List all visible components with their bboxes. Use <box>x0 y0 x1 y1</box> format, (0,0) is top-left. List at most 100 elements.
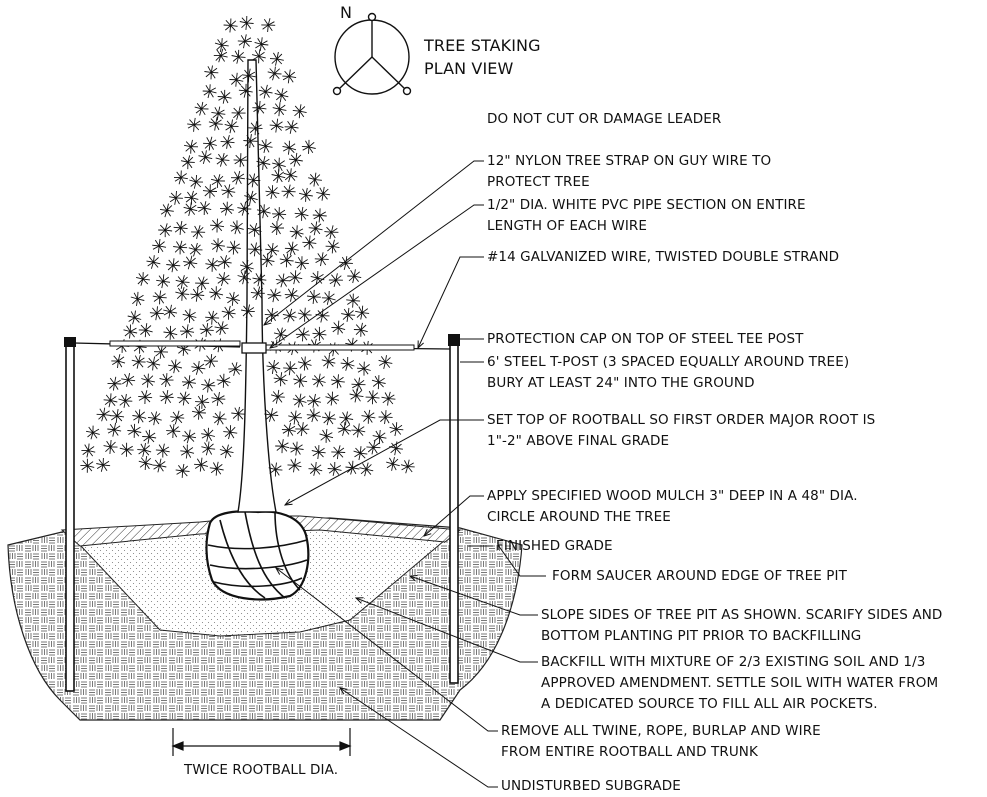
foliage-tuft <box>259 85 273 99</box>
foliage-tuft <box>283 141 297 155</box>
foliage-tuft <box>228 362 242 376</box>
foliage-tuft <box>328 462 342 476</box>
foliage-tuft <box>190 288 204 302</box>
foliage-tuft <box>341 357 355 371</box>
foliage-tuft <box>289 153 303 167</box>
foliage-tuft <box>389 441 403 455</box>
foliage-tuft <box>121 373 135 387</box>
foliage-tuft <box>350 389 364 403</box>
foliage-tuft <box>354 323 368 337</box>
foliage-tuft <box>274 372 288 386</box>
callout-tpost: 6' STEEL T-POST (3 SPACED EQUALLY AROUND… <box>487 352 849 394</box>
foliage-tuft <box>295 256 309 270</box>
foliage-tuft <box>137 443 151 457</box>
foliage-tuft <box>293 394 307 408</box>
foliage-tuft <box>160 204 174 218</box>
callout-line: FORM SAUCER AROUND EDGE OF TREE PIT <box>552 566 847 587</box>
plan-view-title: TREE STAKING PLAN VIEW <box>424 34 541 80</box>
foliage-tuft <box>366 390 380 404</box>
foliage-tuft <box>211 238 225 252</box>
foliage-tuft <box>270 221 284 235</box>
callout-line: 1"-2" ABOVE FINAL GRADE <box>487 431 875 452</box>
foliage-tuft <box>282 423 296 437</box>
callout-line: FROM ENTIRE ROOTBALL AND TRUNK <box>501 742 821 763</box>
foliage-tuft <box>331 374 345 388</box>
foliage-tuft <box>173 241 187 255</box>
foliage-tuft <box>259 139 273 153</box>
foliage-tuft <box>139 456 153 470</box>
foliage-tuft <box>194 458 208 472</box>
callout-cap: PROTECTION CAP ON TOP OF STEEL TEE POST <box>487 329 803 350</box>
foliage-tuft <box>153 291 167 305</box>
callout-line: 12" NYLON TREE STRAP ON GUY WIRE TO <box>487 151 771 172</box>
foliage-tuft <box>351 424 365 438</box>
foliage-tuft <box>322 355 336 369</box>
foliage-tuft <box>176 275 190 289</box>
foliage-tuft <box>326 392 340 406</box>
callout-line: BURY AT LEAST 24" INTO THE GROUND <box>487 373 849 394</box>
foliage-tuft <box>211 107 225 121</box>
foliage-tuft <box>163 305 177 319</box>
foliage-tuft <box>302 236 316 250</box>
foliage-tuft <box>366 441 380 455</box>
foliage-tuft <box>329 273 343 287</box>
foliage-tuft <box>275 88 289 102</box>
foliage-tuft <box>326 240 340 254</box>
foliage-tuft <box>96 458 110 472</box>
foliage-tuft <box>119 394 133 408</box>
callout-line: CIRCLE AROUND THE TREE <box>487 507 858 528</box>
foliage-tuft <box>205 311 219 325</box>
plan-view-title-line2: PLAN VIEW <box>424 57 541 80</box>
foliage-tuft <box>205 258 219 272</box>
foliage-tuft <box>148 412 162 426</box>
foliage-tuft <box>307 394 321 408</box>
foliage-tuft <box>390 422 404 436</box>
foliage-tuft <box>203 84 217 98</box>
callout-line: LENGTH OF EACH WIRE <box>487 216 806 237</box>
foliage-tuft <box>222 306 236 320</box>
foliage-tuft <box>107 423 121 437</box>
foliage-tuft <box>379 410 393 424</box>
foliage-tuft <box>211 392 225 406</box>
foliage-tuft <box>298 308 312 322</box>
north-label: N <box>340 2 352 23</box>
foliage-tuft <box>270 119 284 133</box>
foliage-tuft <box>166 424 180 438</box>
foliage-tuft <box>120 443 134 457</box>
foliage-tuft <box>215 321 229 335</box>
foliage-tuft <box>240 16 254 30</box>
foliage-tuft <box>362 410 376 424</box>
foliage-tuft <box>191 225 205 239</box>
foliage-tuft <box>229 73 243 87</box>
foliage-tuft <box>307 290 321 304</box>
foliage-tuft <box>331 321 345 335</box>
protection-cap <box>448 334 460 346</box>
foliage-tuft <box>232 106 246 120</box>
foliage-tuft <box>267 289 281 303</box>
foliage-tuft <box>177 392 191 406</box>
foliage-tuft <box>128 311 142 325</box>
foliage-tuft <box>181 155 195 169</box>
foliage-tuft <box>331 445 345 459</box>
foliage-tuft <box>191 361 205 375</box>
foliage-tuft <box>282 70 296 84</box>
foliage-tuft <box>183 309 197 323</box>
foliage-tuft <box>220 202 234 216</box>
foliage-tuft <box>382 392 396 406</box>
callout-line: DO NOT CUT OR DAMAGE LEADER <box>487 109 721 130</box>
foliage-tuft <box>354 446 368 460</box>
foliage-tuft <box>201 428 215 442</box>
foliage-tuft <box>224 19 238 33</box>
foliage-tuft <box>156 444 170 458</box>
foliage-tuft <box>339 256 353 270</box>
foliage-tuft <box>153 459 167 473</box>
foliage-tuft <box>296 328 310 342</box>
foliage-tuft <box>160 390 174 404</box>
foliage-tuft <box>312 374 326 388</box>
foliage-tuft <box>309 462 323 476</box>
foliage-tuft <box>372 375 386 389</box>
foliage-tuft <box>280 253 294 267</box>
foliage-tuft <box>302 140 316 154</box>
foliage-tuft <box>192 406 206 420</box>
foliage-tuft <box>379 355 393 369</box>
